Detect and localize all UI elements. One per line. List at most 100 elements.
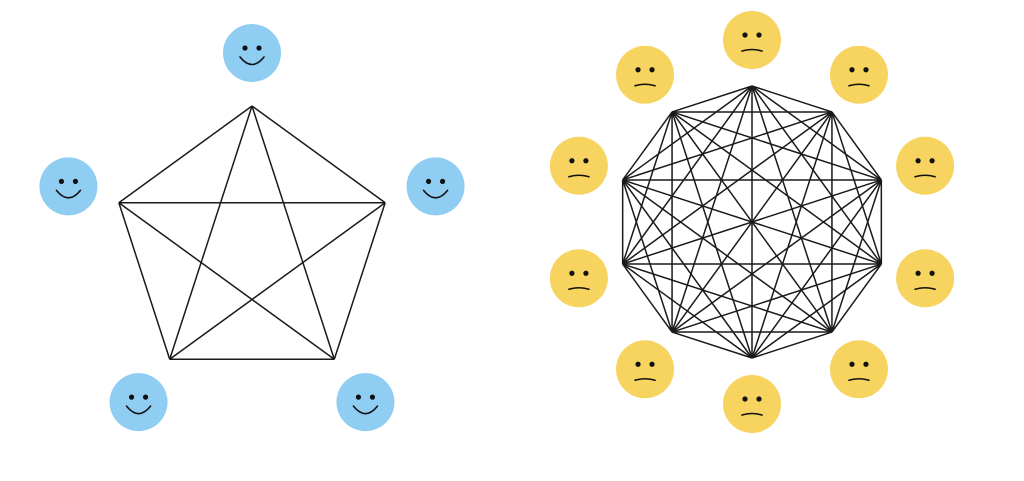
- happy-face-icon: [336, 373, 395, 432]
- edge-line: [621, 111, 673, 265]
- mouth: [568, 286, 590, 291]
- unhappy-face-icon: [549, 249, 608, 308]
- right-eye: [583, 270, 589, 276]
- face-circle: [406, 157, 465, 216]
- face-circle: [829, 340, 888, 399]
- edge-line: [671, 263, 882, 333]
- right-eye: [756, 32, 762, 38]
- right-eye: [863, 67, 869, 73]
- right-eye: [756, 396, 762, 402]
- edge-line: [751, 85, 882, 265]
- edge-line: [622, 263, 753, 359]
- edge-line: [671, 331, 753, 359]
- edge-line: [168, 105, 253, 360]
- edge-line: [118, 105, 253, 204]
- mouth: [914, 174, 936, 178]
- face-circle: [896, 136, 955, 195]
- happy-face-icon: [406, 157, 465, 216]
- face-circle: [616, 340, 675, 399]
- right-eye: [256, 45, 262, 51]
- faces: [39, 24, 465, 432]
- mouth: [634, 83, 656, 87]
- face-circle: [723, 11, 781, 69]
- mouth: [568, 174, 590, 178]
- mouth: [914, 286, 936, 291]
- edge-line: [751, 85, 833, 113]
- unhappy-face-icon: [896, 249, 955, 308]
- mouth: [848, 83, 870, 87]
- unhappy-face-icon: [616, 340, 675, 399]
- faces: [549, 11, 955, 433]
- mouth: [352, 405, 379, 415]
- unhappy-face-icon: [723, 375, 781, 433]
- left-eye: [742, 32, 748, 38]
- left-eye: [425, 178, 432, 184]
- edges: [118, 105, 386, 361]
- left-eye: [849, 361, 855, 367]
- edge-line: [671, 111, 882, 181]
- left-eye: [915, 270, 921, 276]
- face-circle: [336, 373, 395, 432]
- edge-line: [251, 105, 386, 204]
- right-eye: [72, 178, 79, 184]
- large-team-graph: [549, 11, 955, 433]
- face-circle: [109, 373, 168, 432]
- edge-line: [118, 202, 335, 360]
- unhappy-face-icon: [896, 136, 955, 195]
- left-eye: [635, 361, 641, 367]
- edge-line: [671, 111, 833, 333]
- face-circle: [829, 45, 888, 104]
- edge-line: [831, 111, 882, 181]
- edge-line: [671, 111, 882, 265]
- right-eye: [649, 361, 655, 367]
- edge-line: [169, 202, 386, 360]
- edge-line: [622, 111, 833, 181]
- left-eye: [355, 394, 362, 400]
- happy-face-icon: [39, 157, 98, 216]
- right-eye: [929, 270, 935, 276]
- face-circle: [723, 375, 781, 433]
- edge-line: [333, 202, 386, 360]
- face-circle: [223, 24, 281, 82]
- left-eye: [915, 158, 921, 164]
- edge-line: [671, 111, 753, 359]
- mouth: [848, 377, 870, 382]
- edge-line: [118, 202, 171, 360]
- unhappy-face-icon: [829, 340, 888, 399]
- mouth: [239, 56, 265, 66]
- face-circle: [549, 249, 608, 308]
- unhappy-face-icon: [829, 45, 888, 104]
- mouth: [741, 412, 763, 416]
- right-eye: [929, 158, 935, 164]
- face-circle: [549, 136, 608, 195]
- edge-line: [251, 105, 336, 360]
- left-eye: [849, 67, 855, 73]
- left-eye: [242, 45, 248, 51]
- edge-line: [751, 331, 833, 359]
- right-eye: [863, 361, 869, 367]
- face-circle: [616, 45, 675, 104]
- happy-face-icon: [109, 373, 168, 432]
- small-team-graph: [39, 24, 465, 432]
- happy-face-icon: [223, 24, 281, 82]
- left-eye: [569, 270, 575, 276]
- left-eye: [58, 178, 65, 184]
- left-eye: [635, 67, 641, 73]
- edge-line: [621, 179, 673, 333]
- edge-line: [751, 179, 882, 359]
- edge-line: [622, 179, 753, 359]
- edge-line: [622, 85, 753, 265]
- left-eye: [742, 396, 748, 402]
- edge-line: [831, 263, 882, 333]
- mouth: [422, 189, 449, 199]
- face-circle: [896, 249, 955, 308]
- mouth: [741, 48, 763, 52]
- edges: [621, 85, 883, 359]
- edge-line: [622, 111, 673, 181]
- unhappy-face-icon: [549, 136, 608, 195]
- edge-line: [622, 179, 833, 333]
- right-eye: [369, 394, 376, 400]
- left-eye: [569, 158, 575, 164]
